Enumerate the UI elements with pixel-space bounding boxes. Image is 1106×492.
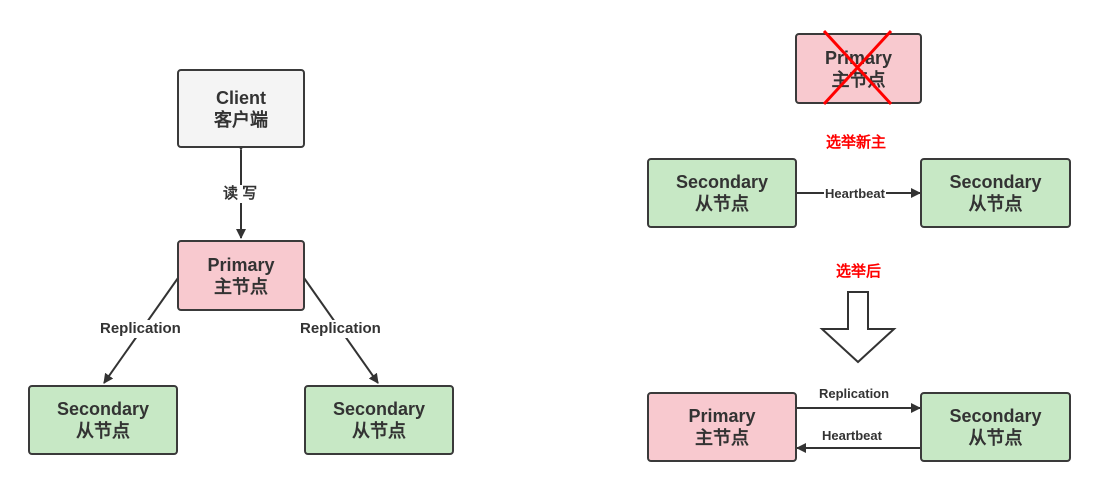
elect-new-primary-label: 选举新主 [826, 134, 887, 151]
client-node: Client 客户端 [177, 69, 305, 148]
failed-primary-subtitle: 主节点 [831, 69, 886, 90]
replication-left-label: Replication [98, 320, 183, 338]
secondary-right-node: Secondary 从节点 [304, 385, 454, 455]
secondary-right-subtitle: 从节点 [352, 421, 406, 441]
secondary-left-subtitle: 从节点 [76, 421, 130, 441]
secondary-b-node: Secondary 从节点 [920, 158, 1071, 228]
secondary-b-subtitle: 从节点 [968, 194, 1023, 214]
secondary-c-title: Secondary [949, 406, 1042, 426]
secondary-left-title: Secondary [56, 399, 150, 419]
primary-node: Primary 主节点 [177, 240, 305, 311]
secondary-a-node: Secondary 从节点 [647, 158, 797, 228]
failed-primary-title: Primary [824, 47, 893, 68]
down-arrow-icon [819, 291, 897, 364]
secondary-b-title: Secondary [949, 172, 1042, 192]
new-primary-title: Primary [688, 406, 756, 426]
read-write-label: 读 写 [221, 185, 260, 203]
heartbeat-top-label: Heartbeat [824, 185, 886, 203]
secondary-c-subtitle: 从节点 [968, 428, 1023, 448]
secondary-right-title: Secondary [332, 399, 426, 419]
new-primary-subtitle: 主节点 [695, 428, 749, 448]
secondary-c-node: Secondary 从节点 [920, 392, 1071, 462]
client-title: Client [215, 87, 266, 108]
new-primary-node: Primary 主节点 [647, 392, 797, 462]
secondary-left-node: Secondary 从节点 [28, 385, 178, 455]
secondary-a-subtitle: 从节点 [695, 194, 749, 214]
replication-right-label: Replication [298, 320, 383, 338]
secondary-a-title: Secondary [675, 172, 769, 192]
after-election-label: 选举后 [836, 263, 882, 280]
failed-primary-node: Primary 主节点 [795, 33, 922, 104]
primary-subtitle: 主节点 [214, 276, 268, 297]
primary-title: Primary [207, 254, 275, 275]
client-subtitle: 客户端 [214, 109, 268, 130]
heartbeat-bottom-label: Heartbeat [822, 428, 882, 443]
replication-bottom-label: Replication [819, 386, 890, 401]
